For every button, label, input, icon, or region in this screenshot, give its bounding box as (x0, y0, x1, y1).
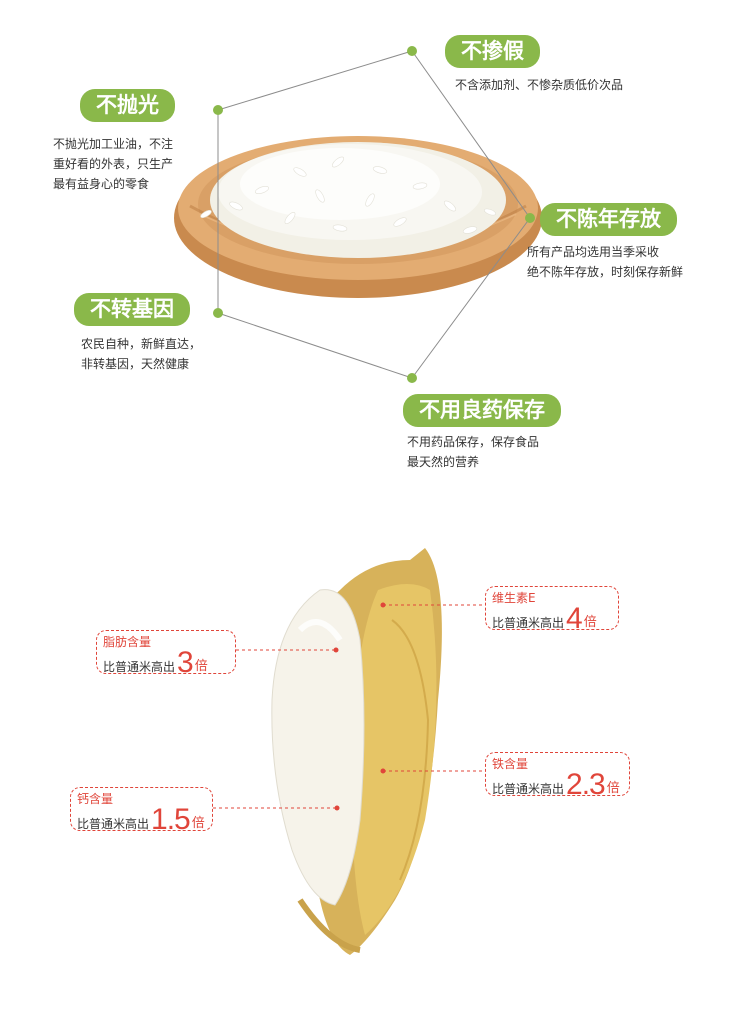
nutrient-value-row: 比普通米高出 3 倍 (103, 646, 229, 679)
nutrient-title: 钙含量 (77, 792, 114, 806)
feature-desc-line: 最有益身心的零食 (53, 177, 150, 191)
feature-desc-line: 农民自种，新鲜直达， (81, 337, 202, 351)
nutrient-unit: 倍 (191, 816, 205, 831)
feature-desc-non-gmo: 农民自种，新鲜直达， 非转基因，天然健康 (81, 334, 201, 374)
nutrient-title: 维生素E (492, 591, 536, 605)
rice-bowl-illustration (174, 136, 542, 298)
nutrient-unit: 倍 (194, 659, 208, 674)
feature-connector-dots (213, 46, 535, 383)
nutrient-multiplier: 2.3 (566, 768, 606, 801)
feature-desc-not-stored: 所有产品均选用当季采收 绝不陈年存放，时刻保存新鲜 (527, 242, 683, 282)
feature-desc-line: 不含添加剂、不惨杂质低价次品 (455, 78, 624, 92)
rice-grain-illustration (271, 548, 442, 955)
nutrient-callout-fat: 脂肪含量 比普通米高出 3 倍 (96, 630, 236, 679)
nutrient-pointer-lines (213, 604, 487, 809)
feature-desc-line: 所有产品均选用当季采收 (527, 245, 660, 259)
feature-desc-line: 最天然的营养 (407, 455, 480, 469)
nutrient-unit: 倍 (583, 615, 597, 630)
nutrient-compare-text: 比普通米高出 (492, 782, 565, 796)
nutrient-callout-vitamin-e: 维生素E 比普通米高出 4 倍 (485, 586, 619, 635)
nutrient-callout-iron: 铁含量 比普通米高出 2.3 倍 (485, 752, 630, 801)
nutrient-multiplier: 4 (566, 602, 583, 635)
nutrient-compare-text: 比普通米高出 (77, 817, 150, 831)
feature-desc-line: 不抛光加工业油，不注 (53, 137, 174, 151)
feature-desc-line: 不用药品保存，保存食品 (407, 435, 540, 449)
feature-tag-no-preservatives: 不用良药保存 (403, 394, 561, 427)
nutrient-multiplier: 3 (177, 646, 194, 679)
nutrient-callout-calcium: 钙含量 比普通米高出 1.5 倍 (70, 787, 213, 836)
feature-desc-no-preservatives: 不用药品保存，保存食品 最天然的营养 (407, 432, 539, 472)
nutrient-unit: 倍 (606, 781, 620, 796)
rice-bowl-diagram (174, 46, 542, 383)
feature-tag-no-adulteration: 不掺假 (445, 35, 540, 68)
feature-tag-no-polishing: 不抛光 (80, 89, 175, 122)
feature-tag-non-gmo: 不转基因 (74, 293, 190, 326)
feature-desc-no-polishing: 不抛光加工业油，不注 重好看的外表，只生产 最有益身心的零食 (53, 134, 173, 194)
nutrient-title: 脂肪含量 (103, 635, 152, 649)
nutrient-compare-text: 比普通米高出 (103, 660, 176, 674)
feature-tag-not-stored: 不陈年存放 (540, 203, 677, 236)
nutrient-value-row: 比普通米高出 2.3 倍 (492, 768, 623, 801)
feature-desc-no-adulteration: 不含添加剂、不惨杂质低价次品 (455, 75, 623, 95)
feature-connector-lines (217, 50, 531, 379)
nutrient-title: 铁含量 (492, 757, 529, 771)
nutrient-compare-text: 比普通米高出 (492, 616, 565, 630)
feature-desc-line: 非转基因，天然健康 (81, 357, 190, 371)
feature-desc-line: 重好看的外表，只生产 (53, 157, 174, 171)
feature-desc-line: 绝不陈年存放，时刻保存新鲜 (527, 265, 684, 279)
nutrient-multiplier: 1.5 (151, 803, 191, 836)
nutrient-pointer-dots (333, 602, 386, 811)
nutrient-value-row: 比普通米高出 1.5 倍 (77, 803, 206, 836)
nutrient-value-row: 比普通米高出 4 倍 (492, 602, 612, 635)
